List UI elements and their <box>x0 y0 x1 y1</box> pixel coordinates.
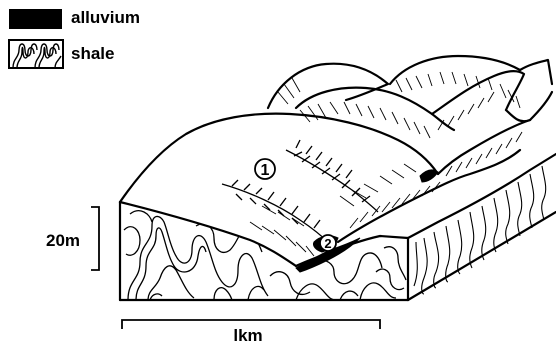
front-ridge <box>120 114 438 202</box>
right-spur-top <box>530 92 552 120</box>
shale-fold-pattern <box>124 211 406 300</box>
gully-lines <box>222 140 378 244</box>
marker-2-label: 2 <box>324 236 331 251</box>
hill-middle <box>296 88 454 130</box>
vertical-scale-bar <box>91 207 99 270</box>
front-face-top-edge <box>120 202 296 266</box>
alluvium-upper <box>420 170 438 182</box>
back-ridge-right <box>520 60 552 84</box>
horizontal-scale-label: lkm <box>233 326 262 345</box>
vertical-scale-label: 20m <box>46 231 80 250</box>
marker-1-label: 1 <box>261 162 270 179</box>
slope-hatching <box>250 72 522 256</box>
